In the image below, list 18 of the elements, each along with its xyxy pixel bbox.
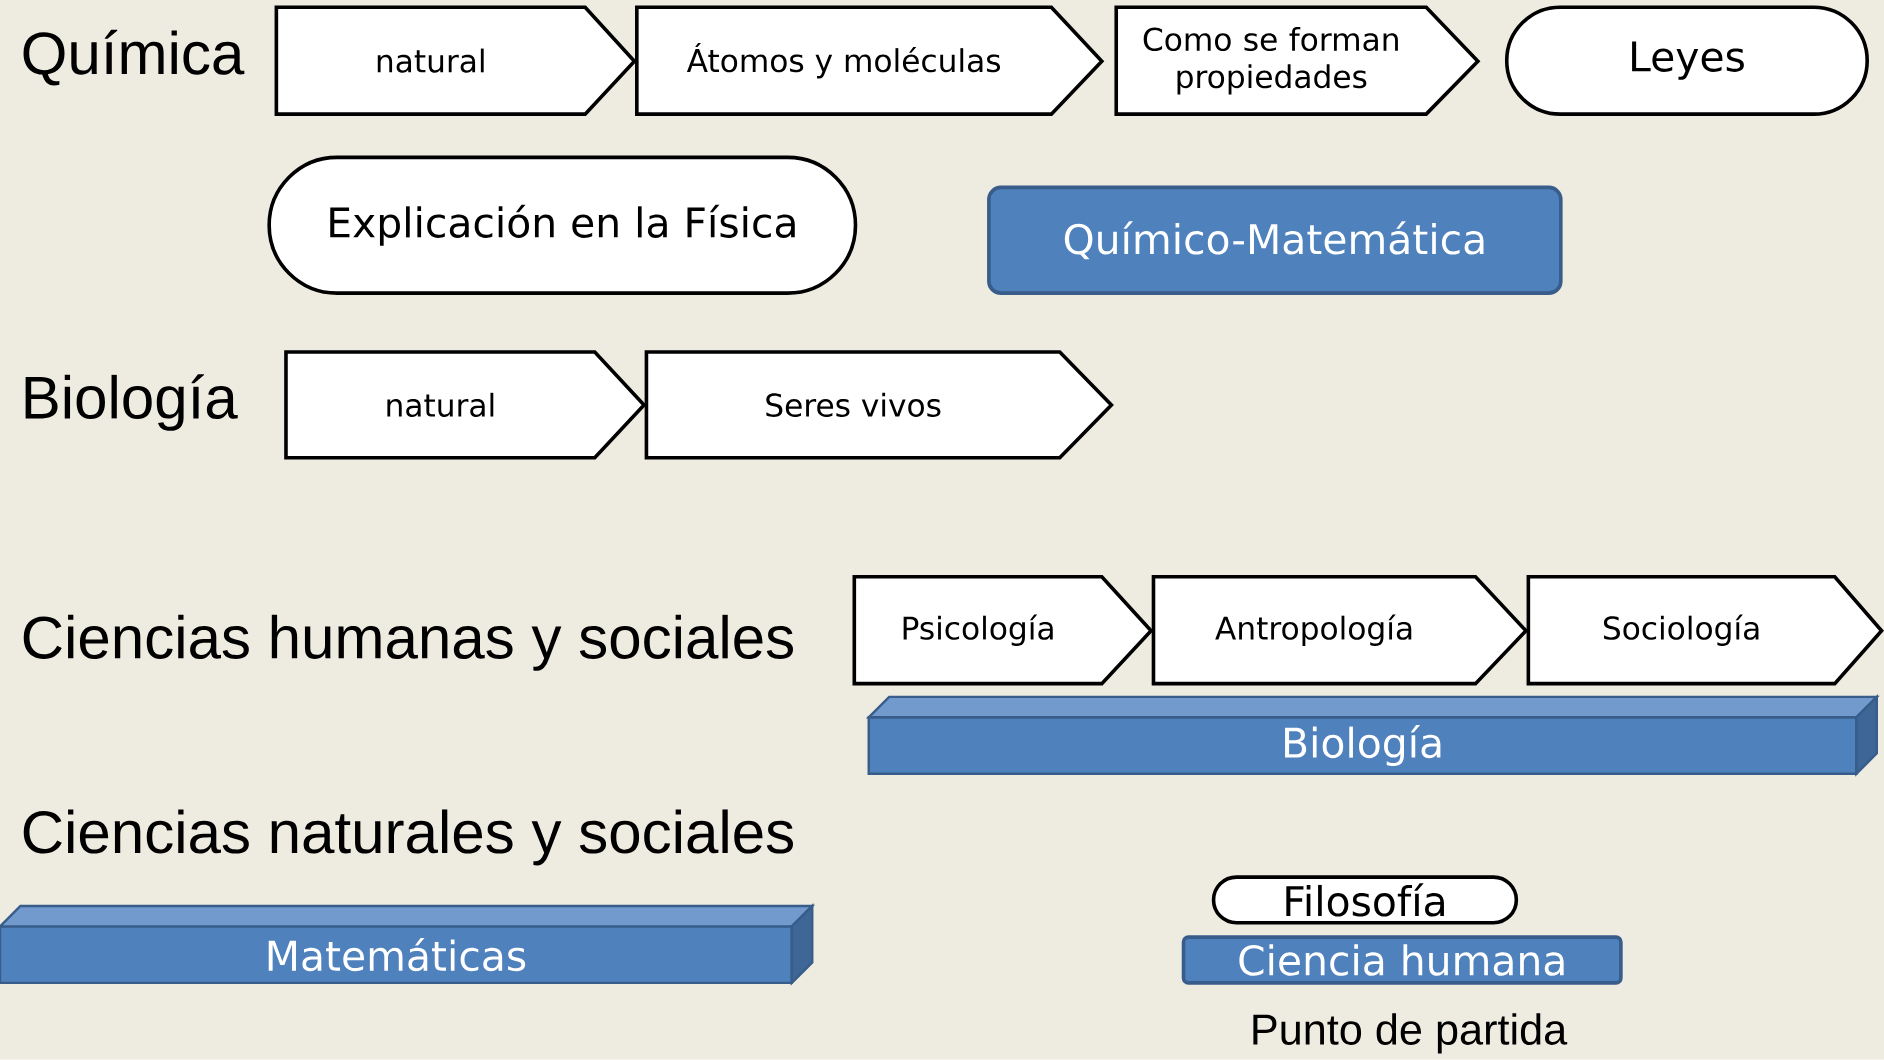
filled-box: Químico-Matemática xyxy=(987,185,1563,296)
chevron-box: Psicología xyxy=(852,575,1154,686)
heading-text: Ciencias naturales y sociales xyxy=(23,809,793,866)
chevron-box: natural xyxy=(284,350,647,460)
chevron-box: Como se forman propiedades xyxy=(1114,5,1481,117)
heading-text: Ciencias humanas y sociales xyxy=(23,614,793,671)
chevron-box: Seres vivos xyxy=(644,350,1114,460)
chevron-box: natural xyxy=(274,5,637,117)
rounded-label: Explicación en la Física xyxy=(267,155,858,296)
heading-text: Química xyxy=(23,30,245,86)
heading-text: Punto de partida xyxy=(1253,1013,1568,1054)
chevron-box: Antropología xyxy=(1151,575,1529,686)
rounded-label: Leyes xyxy=(1504,5,1869,117)
filled-box: Ciencia humana xyxy=(1181,935,1623,985)
heading-text: Biología xyxy=(25,374,238,431)
chevron-box: Átomos y moléculas xyxy=(635,5,1105,117)
rounded-label: Filosofía xyxy=(1211,875,1519,925)
chevron-box: Sociología xyxy=(1526,575,1884,686)
